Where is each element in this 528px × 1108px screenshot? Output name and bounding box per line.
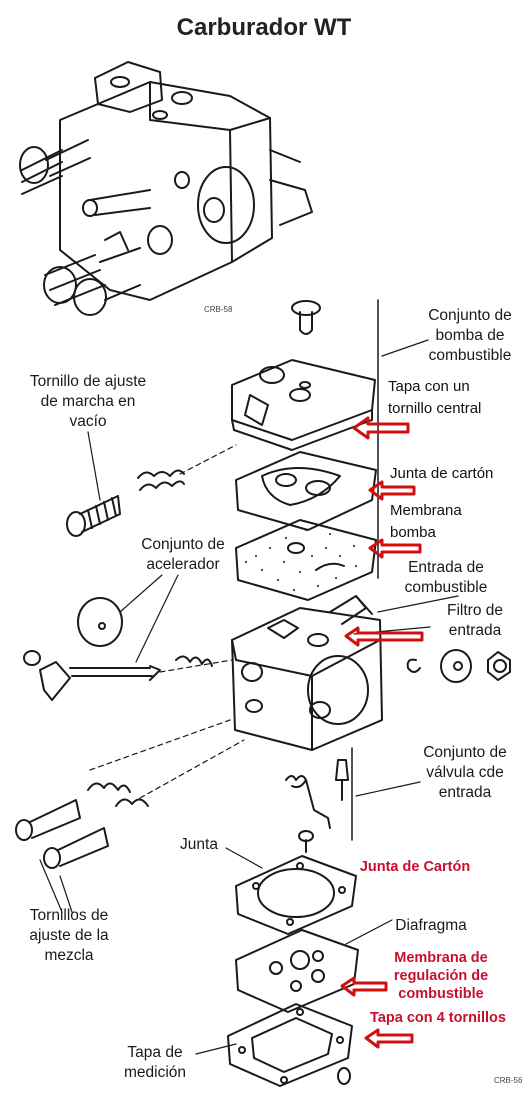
red-arrows [340, 416, 424, 1049]
inlet-valve-illustration [285, 759, 349, 853]
carburetor-body-illustration [231, 595, 383, 751]
figure-code-bottom: CRB-56 [494, 1076, 523, 1085]
label-throttle-assembly: Conjunto de acelerador [141, 536, 225, 573]
label-inlet-valve-assembly: Conjunto de válvula cde entrada [423, 744, 507, 801]
annotation-cover-one-screw: Tapa con un tornillo central [388, 378, 482, 417]
annotation-pump-membrane: Membrana bomba [390, 502, 462, 541]
label-idle-screw: Tornillo de ajuste de marcha en vacío [29, 373, 147, 430]
mixture-screws-illustration [15, 719, 245, 869]
pump-membrane-illustration [235, 519, 377, 601]
label-metering-cover: Tapa de medición [123, 1044, 187, 1081]
label-gasket: Junta [180, 836, 218, 853]
figure-code-top: CRB-58 [204, 305, 233, 314]
lower-gasket-illustration [235, 855, 357, 935]
annotation-regulation-membrane: Membrana de regulación de combustible [393, 950, 489, 1002]
assembled-carburetor-illustration [19, 61, 313, 316]
annotation-cardboard-gasket-bottom: Junta de Cartón [359, 859, 471, 875]
label-mixture-screws: Tornillos de ajuste de la mezcla [29, 907, 109, 964]
diagram-title: Carburador WT [176, 14, 352, 41]
label-diaphragm: Diafragma [395, 917, 467, 934]
throttle-disc-illustration [77, 597, 123, 647]
arrow-cover-one-screw [352, 416, 410, 440]
arrow-regulation-membrane [340, 976, 388, 997]
label-fuel-inlet: Entrada de combustible [404, 559, 488, 596]
membrane-texture-dots [245, 529, 357, 591]
label-pump-assembly: Conjunto de bomba de combustible [428, 307, 512, 364]
diaphragm-illustration [235, 929, 359, 1013]
inlet-filter-parts-illustration [406, 649, 511, 683]
arrow-cover-four-screws [364, 1028, 414, 1049]
arrow-gasket-top [368, 480, 416, 501]
arrow-pump-membrane [368, 538, 422, 559]
arrow-inlet-filter [344, 626, 424, 647]
label-inlet-filter: Filtro de entrada [447, 602, 503, 639]
pump-cover-illustration [231, 300, 376, 451]
throttle-shaft-illustration [23, 650, 233, 701]
idle-screw-illustration [66, 444, 237, 537]
pump-gasket-illustration [235, 451, 377, 531]
metering-cover-illustration [227, 1003, 353, 1087]
annotation-cover-four-screws: Tapa con 4 tornillos [370, 1010, 506, 1026]
annotation-cardboard-gasket-top: Junta de cartón [390, 465, 494, 482]
